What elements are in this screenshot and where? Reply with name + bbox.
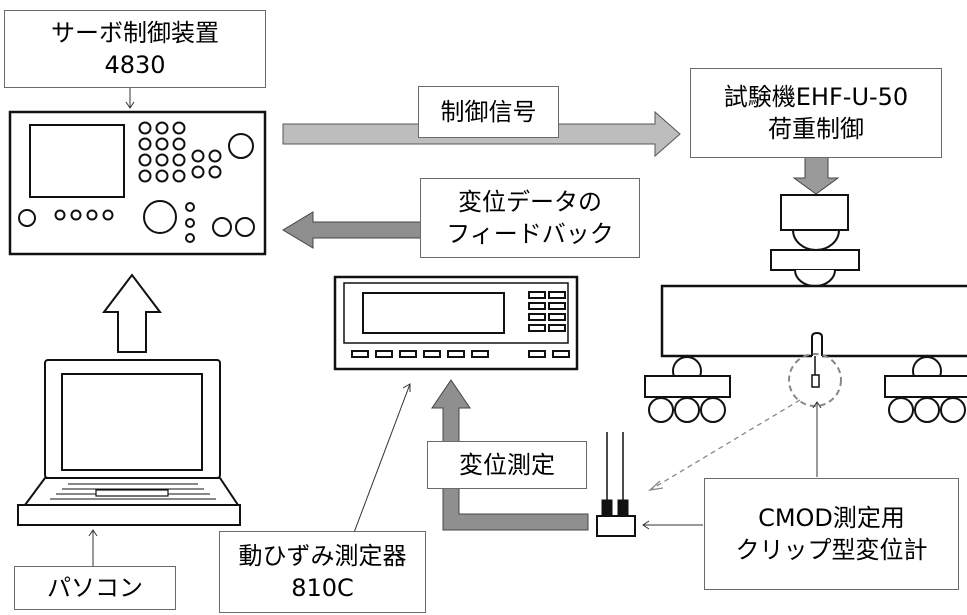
- tester-mode: 荷重制御: [768, 115, 864, 143]
- clip-gauge: [596, 432, 636, 537]
- servo-label-arrowhead: [125, 101, 135, 109]
- feedback-line2: フィードバック: [446, 220, 614, 248]
- strain-meter: [333, 275, 579, 371]
- displacement-measure-label: 変位測定: [427, 441, 587, 489]
- strain-meter-label: 動ひずみ測定器 810C: [219, 531, 426, 613]
- cmod-line1: CMOD測定用: [758, 504, 905, 532]
- displacement-measure-text: 変位測定: [459, 451, 555, 479]
- beam-specimen: [660, 284, 967, 358]
- loading-fixture: [770, 194, 860, 287]
- tester-label: 試験機EHF-U-50 荷重制御: [690, 68, 942, 158]
- pc-text: パソコン: [47, 574, 143, 602]
- tester-down-arrow: [792, 155, 840, 195]
- servo-controller-label: サーボ制御装置 4830: [4, 10, 266, 88]
- tester-model: 試験機EHF-U-50: [723, 83, 909, 111]
- cmod-dashed-leader: [649, 399, 801, 491]
- laptop-pc: [17, 359, 241, 526]
- left-support: [644, 356, 731, 423]
- cmod-mount-detail: [788, 353, 842, 407]
- right-support: [884, 356, 967, 423]
- cmod-line2: クリップ型変位計: [735, 536, 928, 564]
- strain-meter-name: 動ひずみ測定器: [238, 542, 407, 570]
- cmod-gauge-label: CMOD測定用 クリップ型変位計: [704, 478, 959, 590]
- servo-title: サーボ制御装置: [51, 19, 219, 47]
- pc-upload-arrow: [101, 273, 163, 353]
- control-signal-text: 制御信号: [440, 98, 537, 126]
- feedback-line1: 変位データの: [458, 188, 602, 216]
- pc-label: パソコン: [14, 566, 176, 610]
- servo-controller: [8, 110, 267, 256]
- servo-model: 4830: [104, 51, 166, 79]
- control-signal-label: 制御信号: [418, 86, 559, 138]
- feedback-label: 変位データの フィードバック: [420, 178, 640, 258]
- strain-meter-model: 810C: [291, 574, 354, 602]
